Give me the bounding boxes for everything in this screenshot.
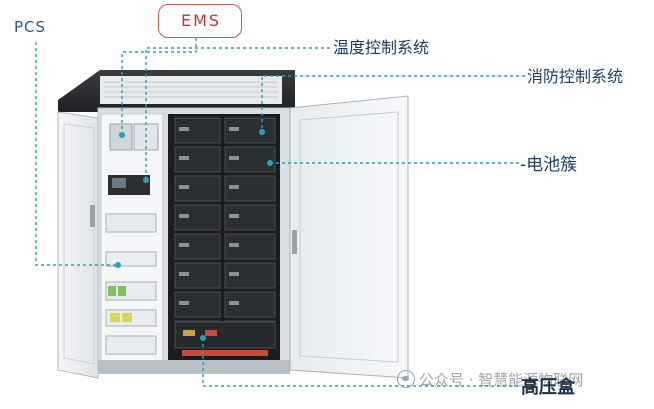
pcs-leader <box>35 42 118 266</box>
fire-leader <box>261 75 525 132</box>
left-door <box>57 111 99 379</box>
control-compartment <box>100 113 164 365</box>
wechat-icon <box>397 370 415 388</box>
ems-callout-box: EMS <box>158 4 242 38</box>
right-door <box>289 95 409 379</box>
leader-lines <box>35 38 525 387</box>
pcs-label: PCS <box>14 18 47 36</box>
high-voltage-box-label: 高压盒 <box>521 377 575 398</box>
cabinet-top-hood <box>58 70 295 112</box>
battery-cluster-label: -电池簇 <box>520 155 578 175</box>
temperature-control-label: 温度控制系统 <box>333 38 430 57</box>
watermark-text: 公众号 · 智慧能源物联网 <box>419 371 584 389</box>
fire-control-label: 消防控制系统 <box>527 67 624 86</box>
ems-label: EMS <box>180 11 222 30</box>
temperature-leader <box>145 47 330 180</box>
ems-leader <box>121 38 197 135</box>
hv-box-leader <box>202 338 518 387</box>
cabinet-base <box>98 360 290 374</box>
high-voltage-box-module <box>174 321 276 349</box>
